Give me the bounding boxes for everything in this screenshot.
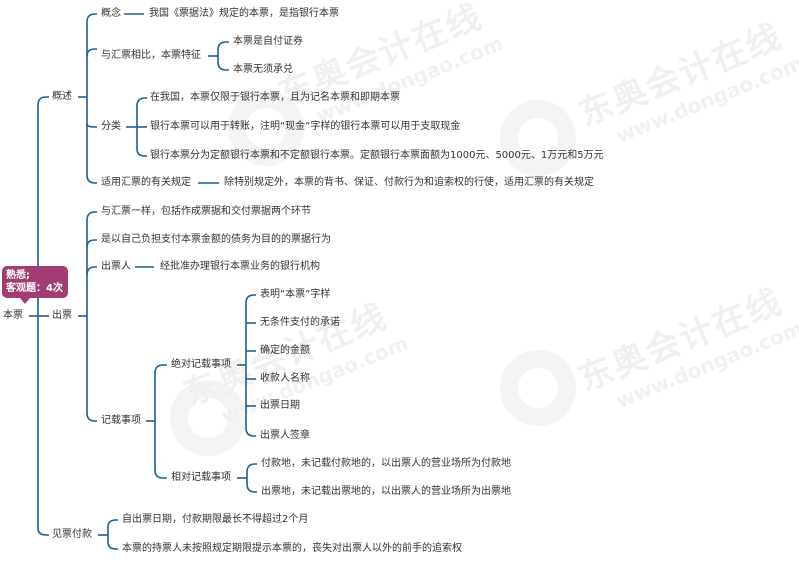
node-relative-1[interactable]: 付款地，未记载付款地的，以出票人的营业场所为付款地 [261,458,511,469]
node-applicable-detail[interactable]: 除特别规定外，本票的背书、保证、付款行为和追索权的行使，适用汇票的有关规定 [224,177,594,188]
node-concept[interactable]: 概念 [101,8,121,19]
node-records[interactable]: 记载事项 [101,415,141,426]
node-absolute-2[interactable]: 无条件支付的承诺 [260,317,340,328]
node-relative-2[interactable]: 出票地，未记载出票地的，以出票人的营业场所为出票地 [261,486,511,497]
node-feature-2[interactable]: 本票无须承兑 [233,64,293,75]
node-feature-1[interactable]: 本票是自付证券 [233,36,303,47]
node-issuance-1[interactable]: 与汇票一样，包括作成票据和交付票据两个环节 [101,206,311,217]
node-drawer[interactable]: 出票人 [101,261,131,272]
node-issuance-2[interactable]: 是以自己负担支付本票金额的债务为目的的票据行为 [101,234,331,245]
node-payment-1[interactable]: 自出票日期，付款期限最长不得超过2个月 [122,514,309,525]
node-features[interactable]: 与汇票相比，本票特征 [101,50,201,61]
node-absolute-1[interactable]: 表明“本票”字样 [260,289,331,300]
node-absolute-6[interactable]: 出票人签章 [260,430,310,441]
node-classification-1[interactable]: 在我国，本票仅限于银行本票，且为记名本票和即期本票 [150,92,400,103]
node-relative-records[interactable]: 相对记载事项 [171,472,231,483]
node-drawer-detail[interactable]: 经批准办理银行本票业务的银行机构 [160,261,320,272]
node-classification-2[interactable]: 银行本票可以用于转账，注明“现金”字样的银行本票可以用于支取现金 [150,121,461,132]
node-payment[interactable]: 见票付款 [52,529,92,540]
node-absolute-5[interactable]: 出票日期 [260,400,300,411]
tag-line-2: 客观题：4次 [6,283,63,294]
node-payment-2[interactable]: 本票的持票人未按照规定期限提示本票的，丧失对出票人以外的前手的追索权 [122,543,462,554]
node-classification[interactable]: 分类 [101,121,121,132]
root-node[interactable]: 本票 [3,310,23,321]
node-classification-3[interactable]: 银行本票分为定额银行本票和不定额银行本票。定额银行本票面额为1000元、5000… [150,150,604,161]
node-overview[interactable]: 概述 [52,91,72,102]
node-absolute-3[interactable]: 确定的金额 [260,345,310,356]
node-issuance[interactable]: 出票 [52,310,72,321]
node-applicable[interactable]: 适用汇票的有关规定 [101,177,191,188]
node-absolute-records[interactable]: 绝对记载事项 [171,359,231,370]
node-concept-detail[interactable]: 我国《票据法》规定的本票，是指银行本票 [149,8,339,19]
tag-line-1: 熟悉; [6,270,30,281]
frequency-tag: 熟悉; 客观题：4次 [2,266,68,304]
node-absolute-4[interactable]: 收款人名称 [260,373,310,384]
